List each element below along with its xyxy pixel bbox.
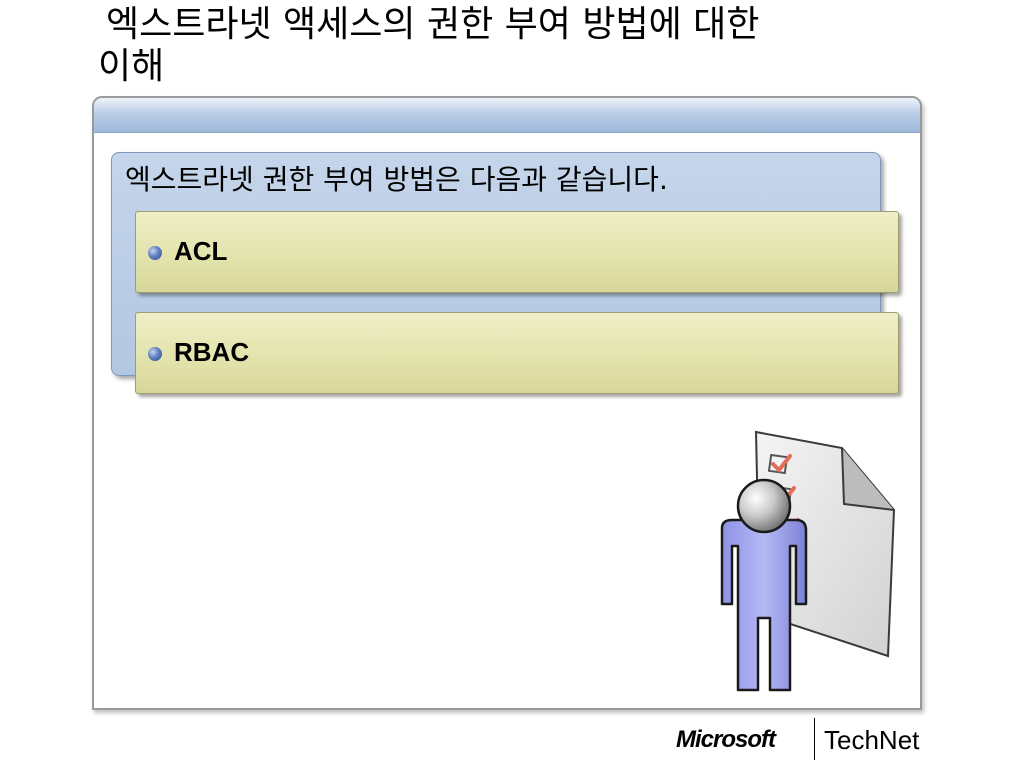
group-heading: 엑스트라넷 권한 부여 방법은 다음과 같습니다.	[125, 163, 668, 196]
bullet-icon	[148, 246, 162, 260]
microsoft-logo: Microsoft	[676, 726, 776, 753]
person-figure	[720, 478, 808, 692]
list-item-acl: ACL	[135, 211, 899, 293]
list-item-label: RBAC	[174, 337, 250, 367]
frame-header-band	[94, 98, 920, 133]
list-item-label: ACL	[174, 236, 228, 266]
brand-divider	[814, 718, 815, 760]
list-item-rbac: RBAC	[135, 312, 899, 394]
person-checklist-icon	[720, 430, 896, 692]
bullet-icon	[148, 347, 162, 361]
technet-logo: TechNet	[824, 725, 920, 755]
footer-brand: Microsoft TechNet	[676, 718, 936, 762]
slide-title-line-2: 이해	[98, 46, 165, 87]
slide-title: 엑스트라넷 액세스의 권한 부여 방법에 대한 이해	[98, 4, 900, 88]
slide-title-line-1: 엑스트라넷 액세스의 권한 부여 방법에 대한	[106, 4, 760, 45]
